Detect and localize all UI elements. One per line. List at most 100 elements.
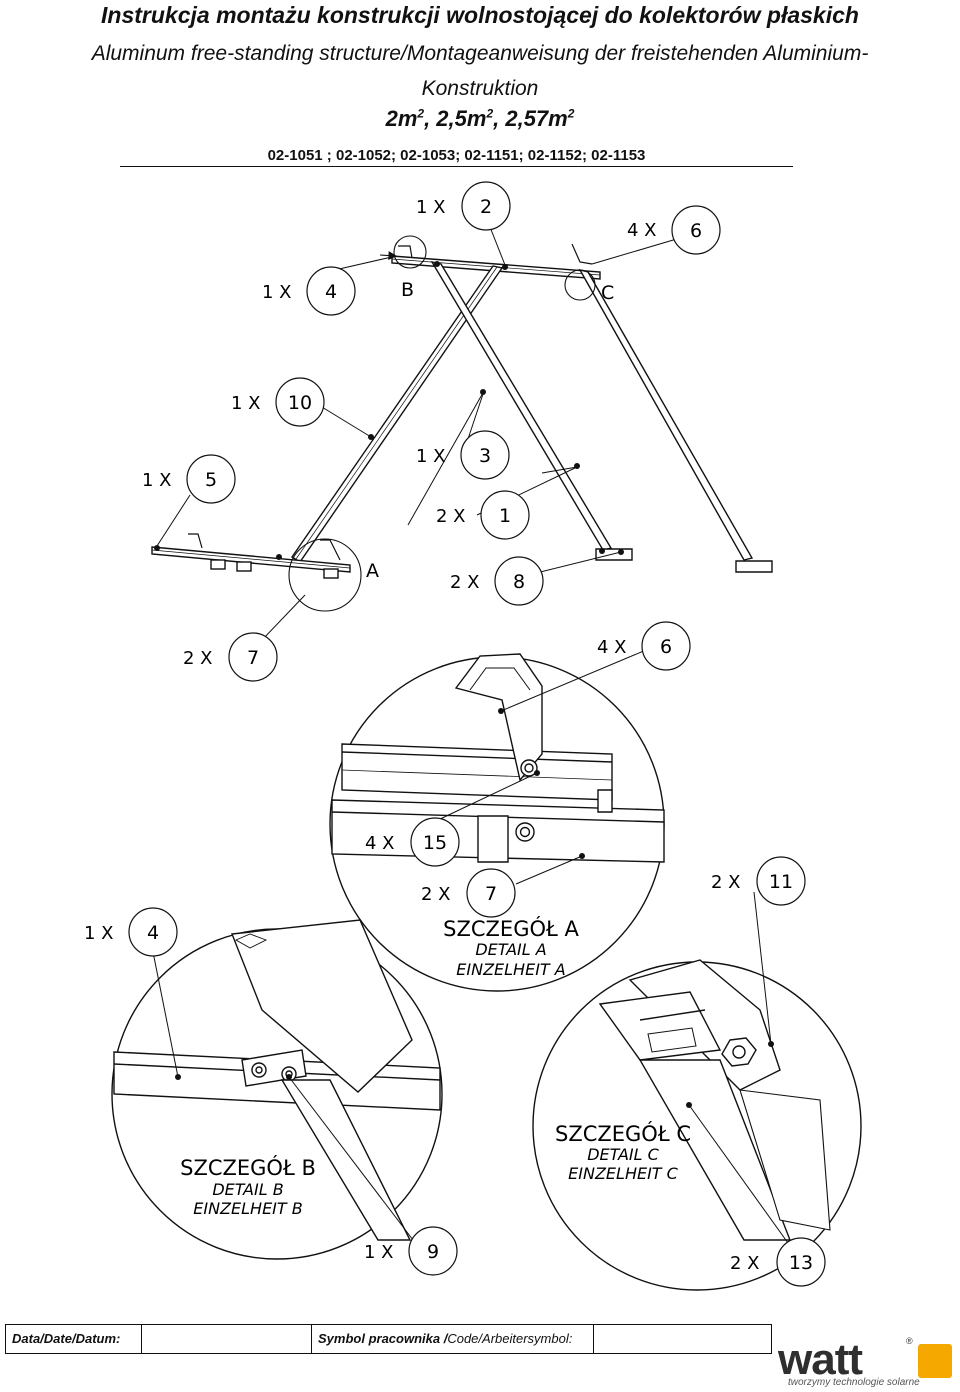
callout-5-circle [186, 454, 236, 504]
callout-7-left-part: 7 [247, 647, 259, 669]
bottom-bracket-2 [236, 561, 252, 572]
callout-4-top-circle [306, 266, 356, 316]
callout-5-qty: 1 X [142, 470, 172, 491]
callout-4-top-part: 4 [325, 281, 337, 303]
detail-a-en: DETAIL A [475, 940, 546, 959]
callout-6-mid-part: 6 [660, 636, 672, 658]
area-b: , 2,5m [424, 106, 487, 131]
callout-4-top: 1 X 4 [262, 266, 356, 316]
area-c: , 2,57m [493, 106, 568, 131]
callout-10-qty: 1 X [231, 393, 261, 414]
callout-13: 2 X 13 [730, 1237, 826, 1287]
callout-1-qty: 2 X [436, 506, 466, 527]
top-clamp-left [398, 245, 413, 259]
bottom-rail [151, 546, 351, 573]
footer-signature-box: Data/Date/Datum: Symbol pracownika /Code… [5, 1324, 772, 1354]
callout-4-detail: 1 X 4 [84, 907, 178, 957]
callout-1: 2 X 1 [436, 490, 530, 540]
area-a: 2m [385, 106, 418, 131]
callout-8-part: 8 [513, 571, 525, 593]
detail-c-de: EINZELHEIT C [568, 1164, 679, 1183]
callout-10-part: 10 [288, 392, 312, 414]
detail-markers [288, 235, 596, 612]
callout-7-left-circle [228, 632, 278, 682]
callout-8: 2 X 8 [450, 556, 544, 606]
detail-a-pl: SZCZEGÓŁ A [443, 916, 579, 941]
date-field[interactable]: Data/Date/Datum: [6, 1325, 142, 1353]
logo-registered: ® [906, 1336, 913, 1346]
callout-15-qty: 4 X [365, 833, 395, 854]
employee-symbol-field[interactable]: Symbol pracownika /Code/Arbeitersymbol: [311, 1325, 594, 1353]
callout-10-circle [275, 377, 325, 427]
callout-7-detail-circle [466, 868, 516, 918]
callout-7-detail-part: 7 [485, 883, 497, 905]
area-a-sup: 2 [417, 106, 425, 121]
rear-leg [578, 268, 754, 561]
callout-4-detail-part: 4 [147, 922, 159, 944]
detail-letter-c: C [601, 282, 614, 304]
marker-circle-a [288, 538, 362, 612]
callout-6-top-qty: 4 X [627, 220, 657, 241]
callout-8-qty: 2 X [450, 572, 480, 593]
callout-9-circle [408, 1226, 458, 1276]
callout-8-circle [494, 556, 544, 606]
callout-3-circle [460, 430, 510, 480]
product-codes: 02-1051 ; 02-1052; 02-1053; 02-1151; 02-… [120, 147, 793, 167]
callout-9-part: 9 [427, 1241, 439, 1263]
bottom-bracket-1 [210, 559, 226, 570]
callout-5-part: 5 [205, 469, 217, 491]
callout-15-circle [410, 817, 460, 867]
detail-c-label: SZCZEGÓŁ C DETAIL C EINZELHEIT C [555, 1121, 691, 1183]
document-subtitle: Aluminum free-standing structure/Montage… [0, 36, 960, 106]
area-c-sup: 2 [567, 106, 575, 121]
bottom-clamp-left [188, 533, 203, 549]
detail-b-label: SZCZEGÓŁ B DETAIL B EINZELHEIT B [180, 1155, 316, 1218]
rear-foot [735, 560, 773, 573]
callout-7-left-qty: 2 X [183, 648, 213, 669]
date-label: Data/Date/Datum: [12, 1331, 121, 1346]
detail-a-de: EINZELHEIT A [456, 960, 565, 979]
callout-2-part: 2 [480, 196, 492, 218]
callout-7-detail-qty: 2 X [421, 884, 451, 905]
callout-4-detail-qty: 1 X [84, 923, 114, 944]
detail-c-pl: SZCZEGÓŁ C [555, 1121, 691, 1146]
callout-2: 1 X 2 [416, 181, 511, 231]
callout-9-qty: 1 X [364, 1242, 394, 1263]
detail-a-label: SZCZEGÓŁ A DETAIL A EINZELHEIT A [443, 916, 579, 979]
callout-13-part: 13 [789, 1252, 813, 1274]
callout-3-part: 3 [479, 445, 491, 467]
logo-word: watt [778, 1335, 863, 1384]
detail-letter-a: A [366, 560, 379, 582]
callout-3-qty: 1 X [416, 446, 446, 467]
logo-sun-icon [918, 1344, 952, 1378]
callout-1-part: 1 [499, 505, 511, 527]
collector-areas: 2m2, 2,5m2, 2,57m2 [0, 106, 960, 132]
subtitle-line-1: Aluminum free-standing structure/Montage… [91, 42, 869, 65]
callout-6-mid-circle [641, 621, 691, 671]
callout-6-top-part: 6 [690, 220, 702, 242]
callout-11-qty: 2 X [711, 872, 741, 893]
detail-letter-b: B [401, 279, 414, 301]
callout-7-left: 2 X 7 [183, 632, 278, 682]
callout-6-top: 4 X 6 [627, 205, 721, 255]
callout-10: 1 X 10 [231, 377, 325, 427]
bottom-bracket-3 [323, 568, 339, 579]
detail-c [532, 959, 862, 1291]
callout-3: 1 X 3 [416, 430, 510, 480]
overview-structure [151, 243, 773, 579]
callout-11: 2 X 11 [711, 856, 806, 906]
logo-tagline: tworzymy technologie solarne [788, 1377, 920, 1388]
detail-c-en: DETAIL C [587, 1145, 659, 1164]
callout-6-mid-qty: 4 X [597, 637, 627, 658]
callout-9: 1 X 9 [364, 1226, 458, 1276]
marker-circle-c [564, 269, 596, 301]
symbol-label-rest: Code/Arbeitersymbol: [447, 1331, 573, 1346]
callout-13-qty: 2 X [730, 1253, 760, 1274]
detail-b-en: DETAIL B [212, 1180, 283, 1199]
callout-6-top-circle [671, 205, 721, 255]
callout-11-circle [756, 856, 806, 906]
subtitle-line-2: Konstruktion [421, 77, 539, 100]
callout-2-circle [461, 181, 511, 231]
callout-6-mid: 4 X 6 [597, 621, 691, 671]
